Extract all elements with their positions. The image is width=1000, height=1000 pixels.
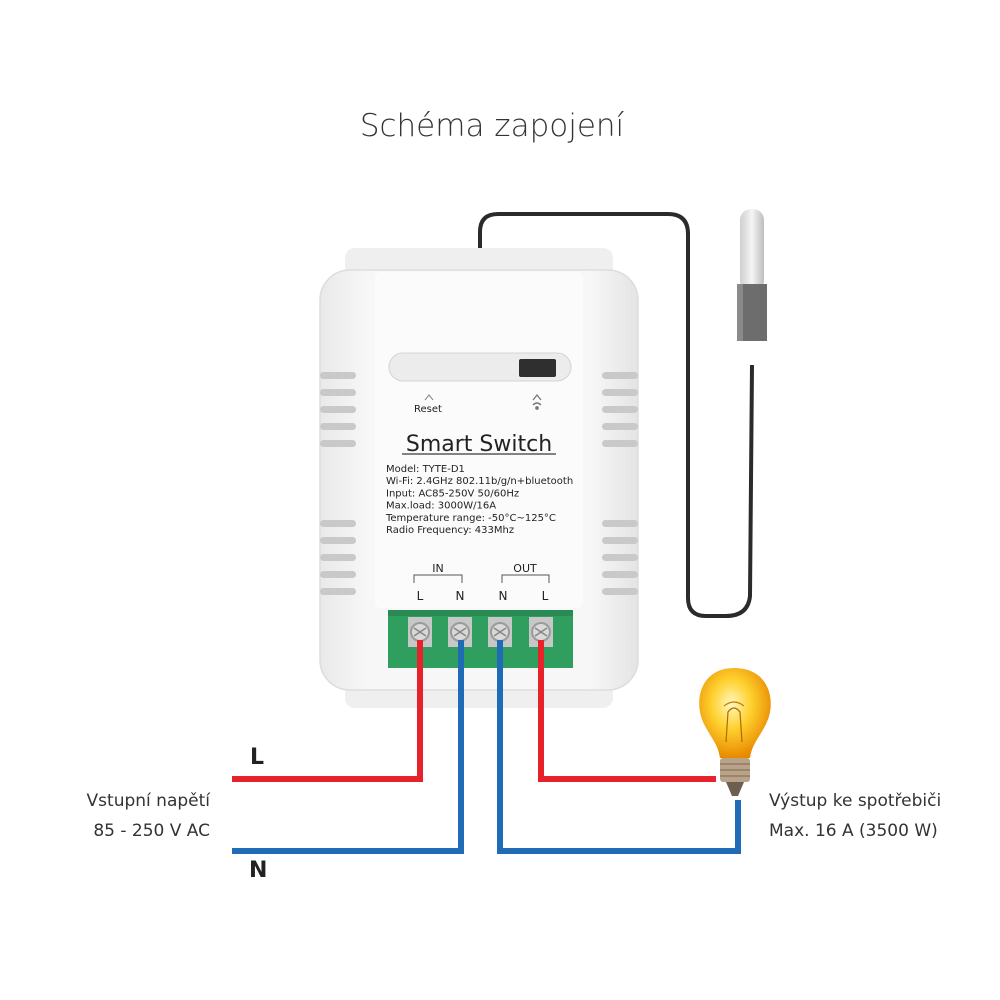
terminal-screws [408,617,553,647]
spec-line: Temperature range: -50°C~125°C [385,513,556,524]
live-output-wire [538,640,716,782]
light-bulb-icon [699,668,771,796]
pairing-button [519,359,556,377]
input-voltage-range: 85 - 250 V AC [93,821,210,841]
reset-label: Reset [414,404,442,415]
out-label: OUT [513,562,537,575]
wifi-icon [532,393,542,410]
device-name: Smart Switch [406,432,552,457]
smart-switch-device: Reset Smart Switch Model: TYTE-D1Wi-Fi: … [319,269,639,691]
temperature-probe-icon [737,209,767,341]
spec-line: Radio Frequency: 433Mhz [386,525,514,536]
terminal-labels [413,574,550,583]
spec-line: Input: AC85-250V 50/60Hz [386,488,519,499]
output-load-title: Výstup ke spotřebiči [769,791,942,811]
input-voltage-label: Vstupní napětí 85 - 250 V AC [87,786,210,846]
live-input-wire [232,640,423,782]
spec-line: Max.load: 3000W/16A [386,501,496,512]
input-voltage-title: Vstupní napětí [86,791,210,811]
spec-line: Wi-Fi: 2.4GHz 802.11b/g/n+bluetooth [386,476,573,487]
output-load-max: Max. 16 A (3500 W) [769,821,938,841]
terminal-out-n-label: N [499,589,508,603]
page-title: Schéma zapojení [359,108,625,144]
sensor-cable [478,212,754,618]
vents-right [602,372,638,595]
live-wire-label: L [250,745,265,770]
in-label: IN [432,562,443,575]
terminal-in-n-label: N [456,589,465,603]
terminal-in-l-label: L [417,589,424,603]
neutral-input-wire [232,640,464,854]
neutral-output-wire [497,640,741,854]
neutral-wire-label: N [249,858,268,883]
spec-line: Model: TYTE-D1 [386,464,465,475]
terminal-out-l-label: L [542,589,549,603]
output-load-label: Výstup ke spotřebiči Max. 16 A (3500 W) [769,786,941,846]
vents-left [320,372,356,595]
